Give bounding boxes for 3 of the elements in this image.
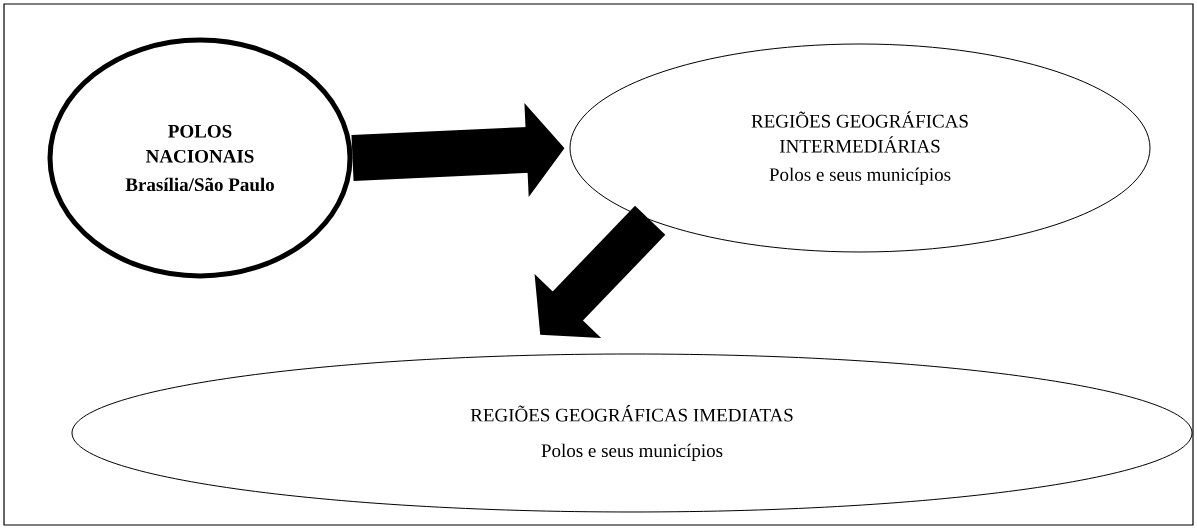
ellipse-node: REGIÕES GEOGRÁFICAS INTERMEDIÁRIAS Polos e seus municípios <box>569 43 1151 253</box>
ellipse-node: POLOS NACIONAIS Brasília/São Paulo <box>47 37 353 279</box>
ellipse-node: REGIÕES GEOGRÁFICAS IMEDIATAS Polos e seus municípios <box>71 353 1193 513</box>
